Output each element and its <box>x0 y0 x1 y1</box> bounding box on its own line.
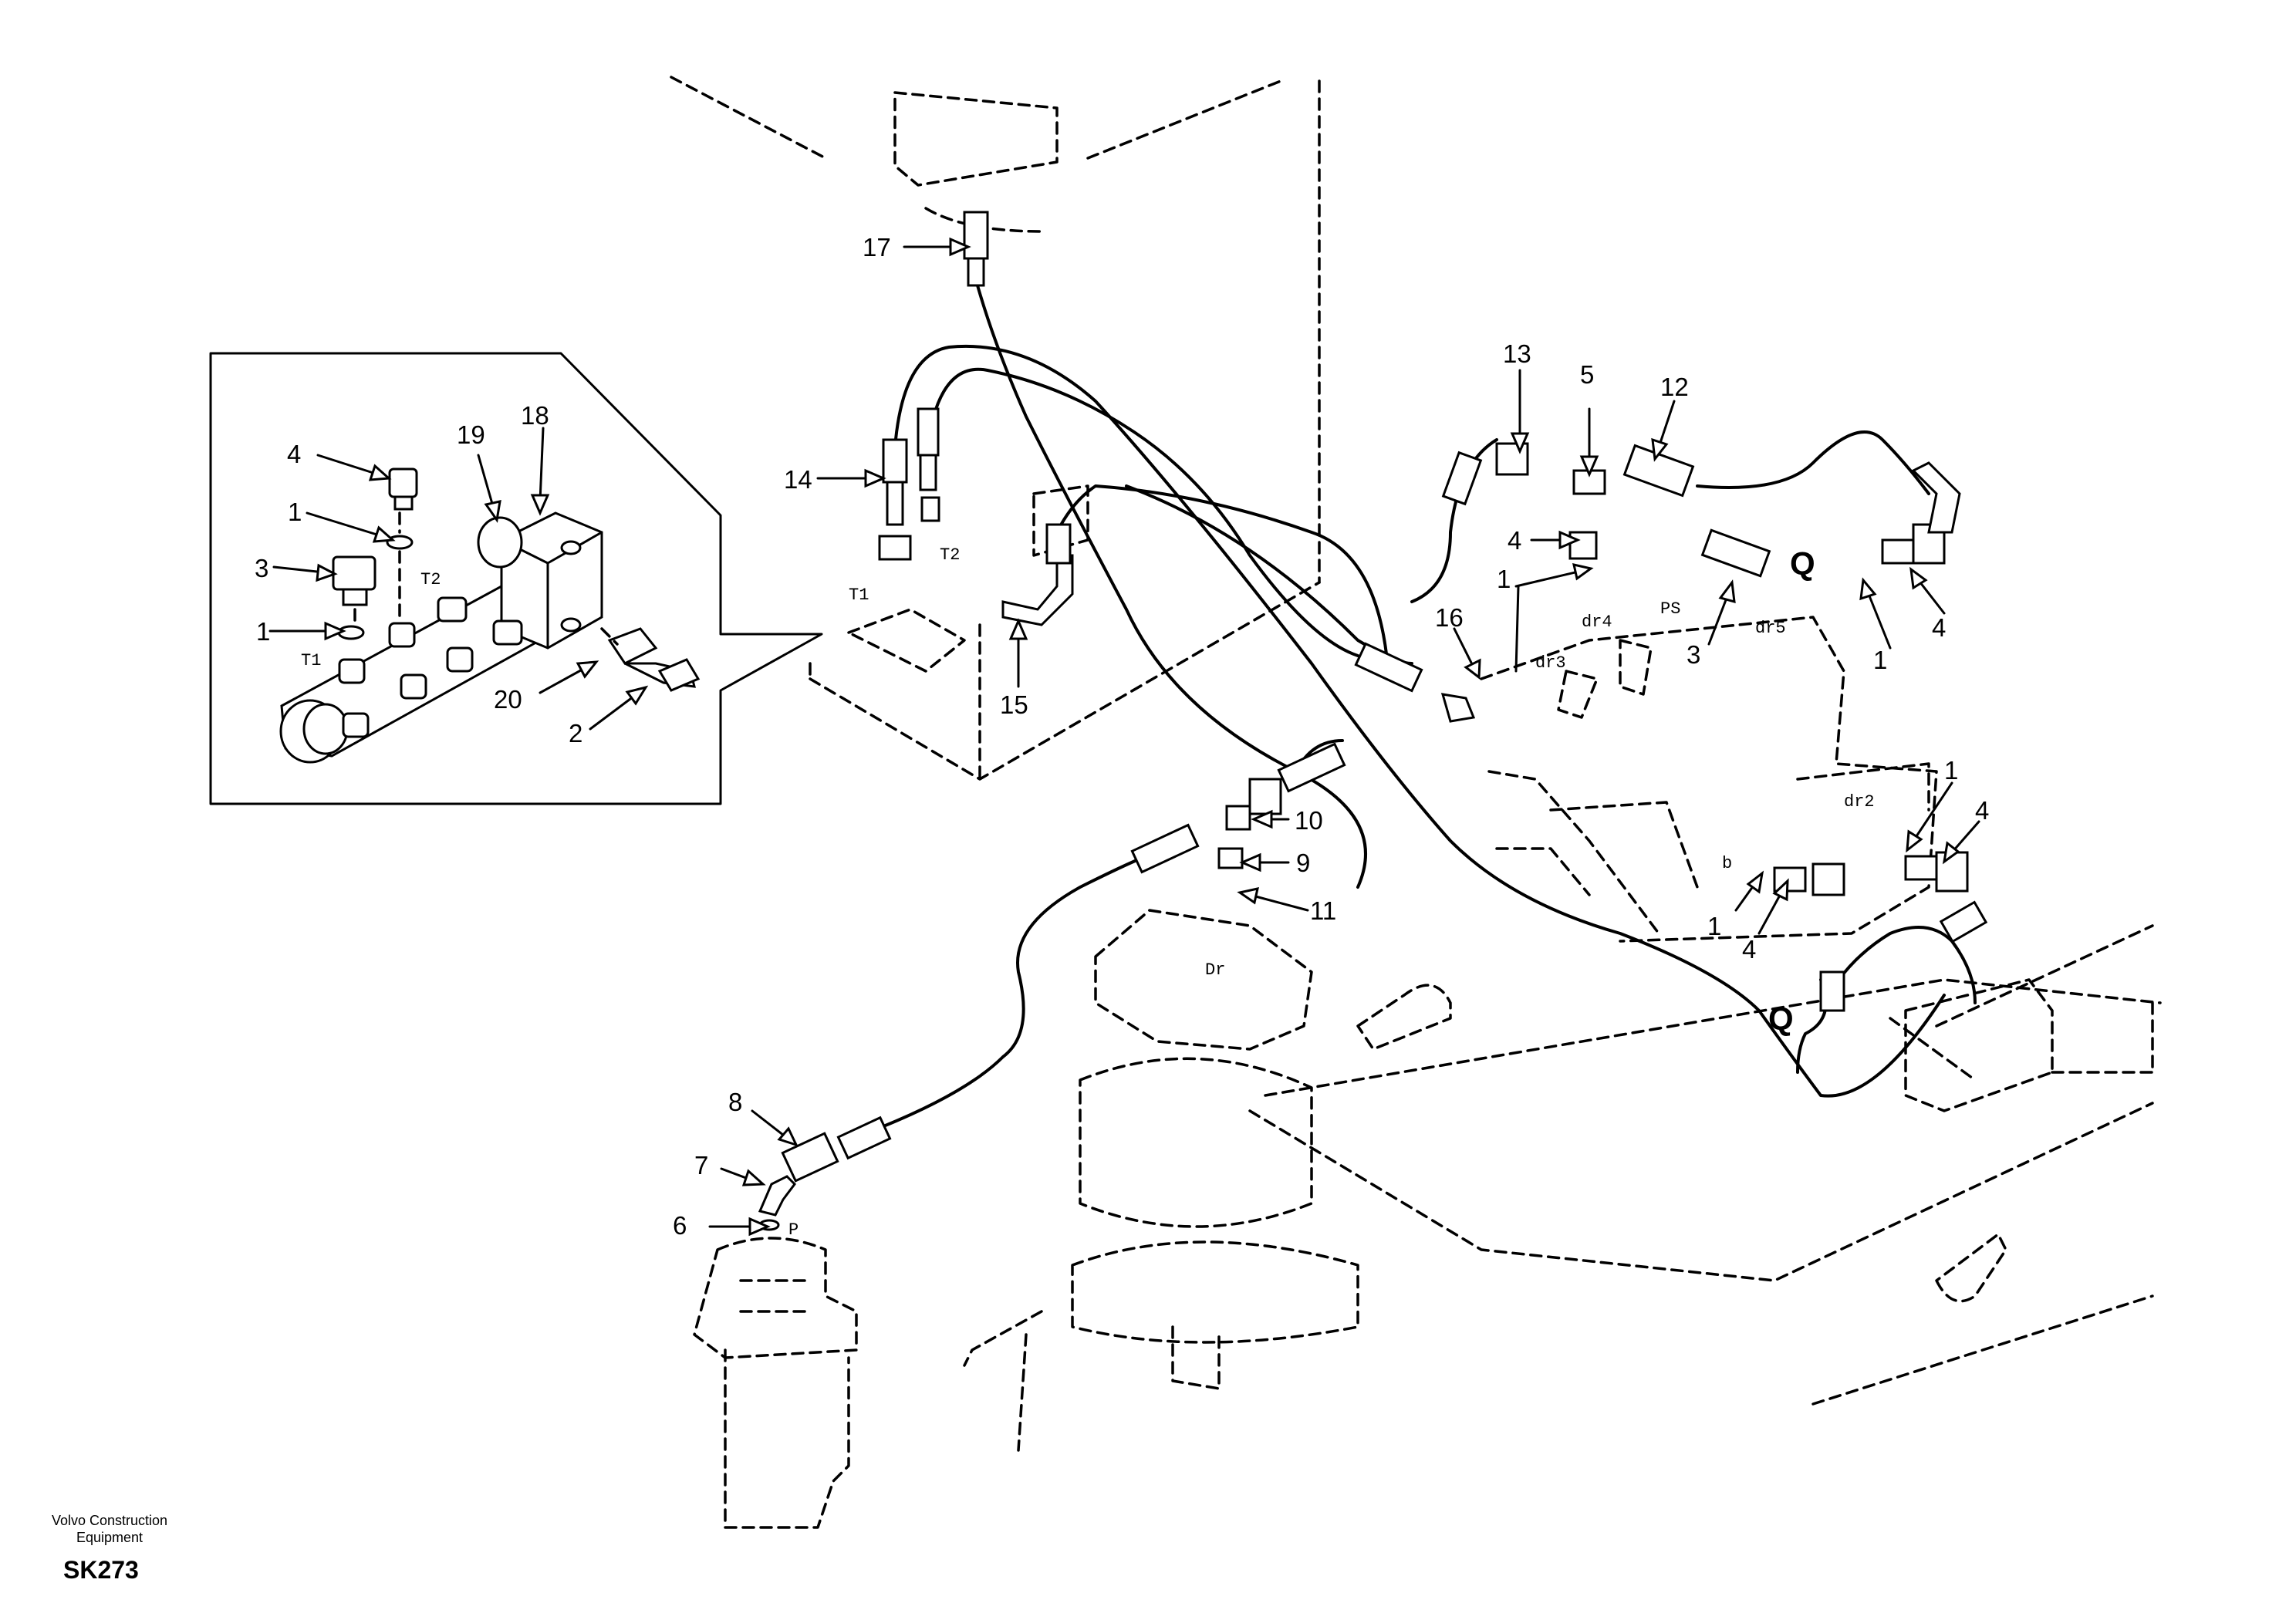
part-label-7: 7 <box>694 1151 708 1180</box>
port-label-dr4: dr4 <box>1582 613 1612 632</box>
part-label-1-lower: 1 <box>1707 912 1721 940</box>
fittings <box>758 211 1988 1231</box>
part-label-14: 14 <box>784 465 812 494</box>
port-label-b: b <box>1722 854 1732 873</box>
part-label-4-right: 4 <box>1932 613 1946 642</box>
part-label-9: 9 <box>1296 849 1310 877</box>
part-label-4-mid: 4 <box>1508 526 1521 555</box>
footer: Volvo Construction Equipment SK273 <box>52 1513 167 1584</box>
part-label-3-inset: 3 <box>255 554 268 582</box>
port-labels: T2 T1 T2 T1 dr4 dr3 dr5 PS dr2 b Dr P Q … <box>301 545 1875 1240</box>
port-label-dr3: dr3 <box>1535 653 1566 673</box>
part-label-1-right: 1 <box>1873 646 1887 674</box>
part-label-16: 16 <box>1435 603 1464 632</box>
leader-arrows <box>268 237 1980 1237</box>
part-label-1-inset-top: 1 <box>288 498 302 526</box>
port-label-t1-inset: T1 <box>301 651 321 670</box>
port-label-dr2: dr2 <box>1844 792 1875 812</box>
hose-dr2 <box>1827 926 1977 1004</box>
part-label-17: 17 <box>863 233 891 262</box>
brand-line-1: Volvo Construction <box>52 1513 167 1528</box>
part-label-3-right: 3 <box>1687 640 1700 669</box>
hose-14 <box>932 367 1359 657</box>
brand-line-2: Equipment <box>76 1530 143 1545</box>
port-label-dr: Dr <box>1205 960 1225 980</box>
part-label-15: 15 <box>1000 690 1028 719</box>
part-label-11: 11 <box>1310 896 1336 925</box>
hose-15 <box>1055 484 1390 680</box>
port-label-p: P <box>788 1220 799 1240</box>
background-outlines <box>670 76 2162 1529</box>
part-label-18: 18 <box>521 401 549 430</box>
part-label-4-lower: 4 <box>1742 935 1756 964</box>
port-label-t2-inset: T2 <box>420 570 441 589</box>
part-label-4-lower-right: 4 <box>1975 796 1989 825</box>
part-label-4-inset: 4 <box>287 440 301 468</box>
hose-main-loop <box>893 344 1946 1098</box>
port-label-q-upper: Q <box>1790 545 1815 582</box>
port-label-t2: T2 <box>940 545 960 565</box>
hose-16 <box>1125 484 1413 665</box>
part-label-8: 8 <box>728 1088 742 1116</box>
part-label-1-lower-right: 1 <box>1944 756 1958 785</box>
part-label-13: 13 <box>1503 339 1531 368</box>
port-label-dr5: dr5 <box>1755 619 1786 638</box>
part-label-10: 10 <box>1295 806 1323 835</box>
part-label-12: 12 <box>1660 373 1689 401</box>
part-label-1-mid: 1 <box>1497 565 1511 593</box>
hose-12 <box>1696 430 1930 495</box>
hose-lines <box>863 284 1977 1136</box>
hose-8 <box>863 851 1159 1136</box>
hose-13 <box>1410 438 1498 603</box>
part-label-6: 6 <box>673 1211 687 1240</box>
port-label-q-lower: Q <box>1768 1001 1794 1037</box>
drawing-code: SK273 <box>63 1556 139 1584</box>
port-label-t1: T1 <box>849 586 869 605</box>
hose-17 <box>976 284 1367 889</box>
part-label-1-inset-bottom: 1 <box>256 617 270 646</box>
part-label-19: 19 <box>457 420 485 449</box>
part-number-labels: 17 14 15 16 13 5 12 4 1 3 1 4 1 4 1 4 10… <box>255 233 1989 1240</box>
part-label-5: 5 <box>1580 360 1594 389</box>
detail-inset <box>209 352 823 805</box>
port-label-ps: PS <box>1660 599 1680 619</box>
part-label-20: 20 <box>494 685 522 714</box>
part-label-2: 2 <box>569 719 582 748</box>
